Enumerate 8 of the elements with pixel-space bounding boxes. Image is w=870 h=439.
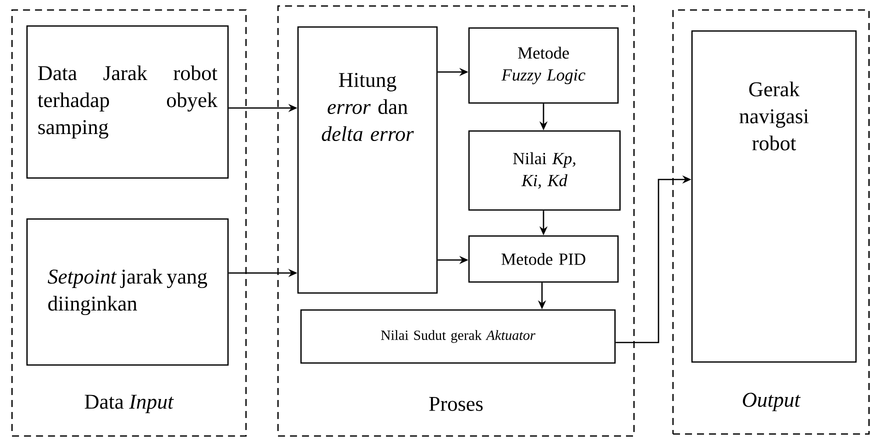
process-box: Nilai Kp, Ki, Kd <box>468 130 621 211</box>
process-box: Setpointjarak yang diinginkan <box>26 218 229 366</box>
process-box: Hitung error dan delta error <box>297 26 438 294</box>
process-box: Metode Fuzzy Logic <box>468 27 619 104</box>
process-box: Nilai Sudut gerak Aktuator <box>300 309 616 364</box>
process-box: Metode PID <box>468 235 619 283</box>
process-box: Gerak navigasi robot <box>691 30 857 363</box>
process-box: Data Jarak robot terhadap obyek samping <box>26 25 229 179</box>
